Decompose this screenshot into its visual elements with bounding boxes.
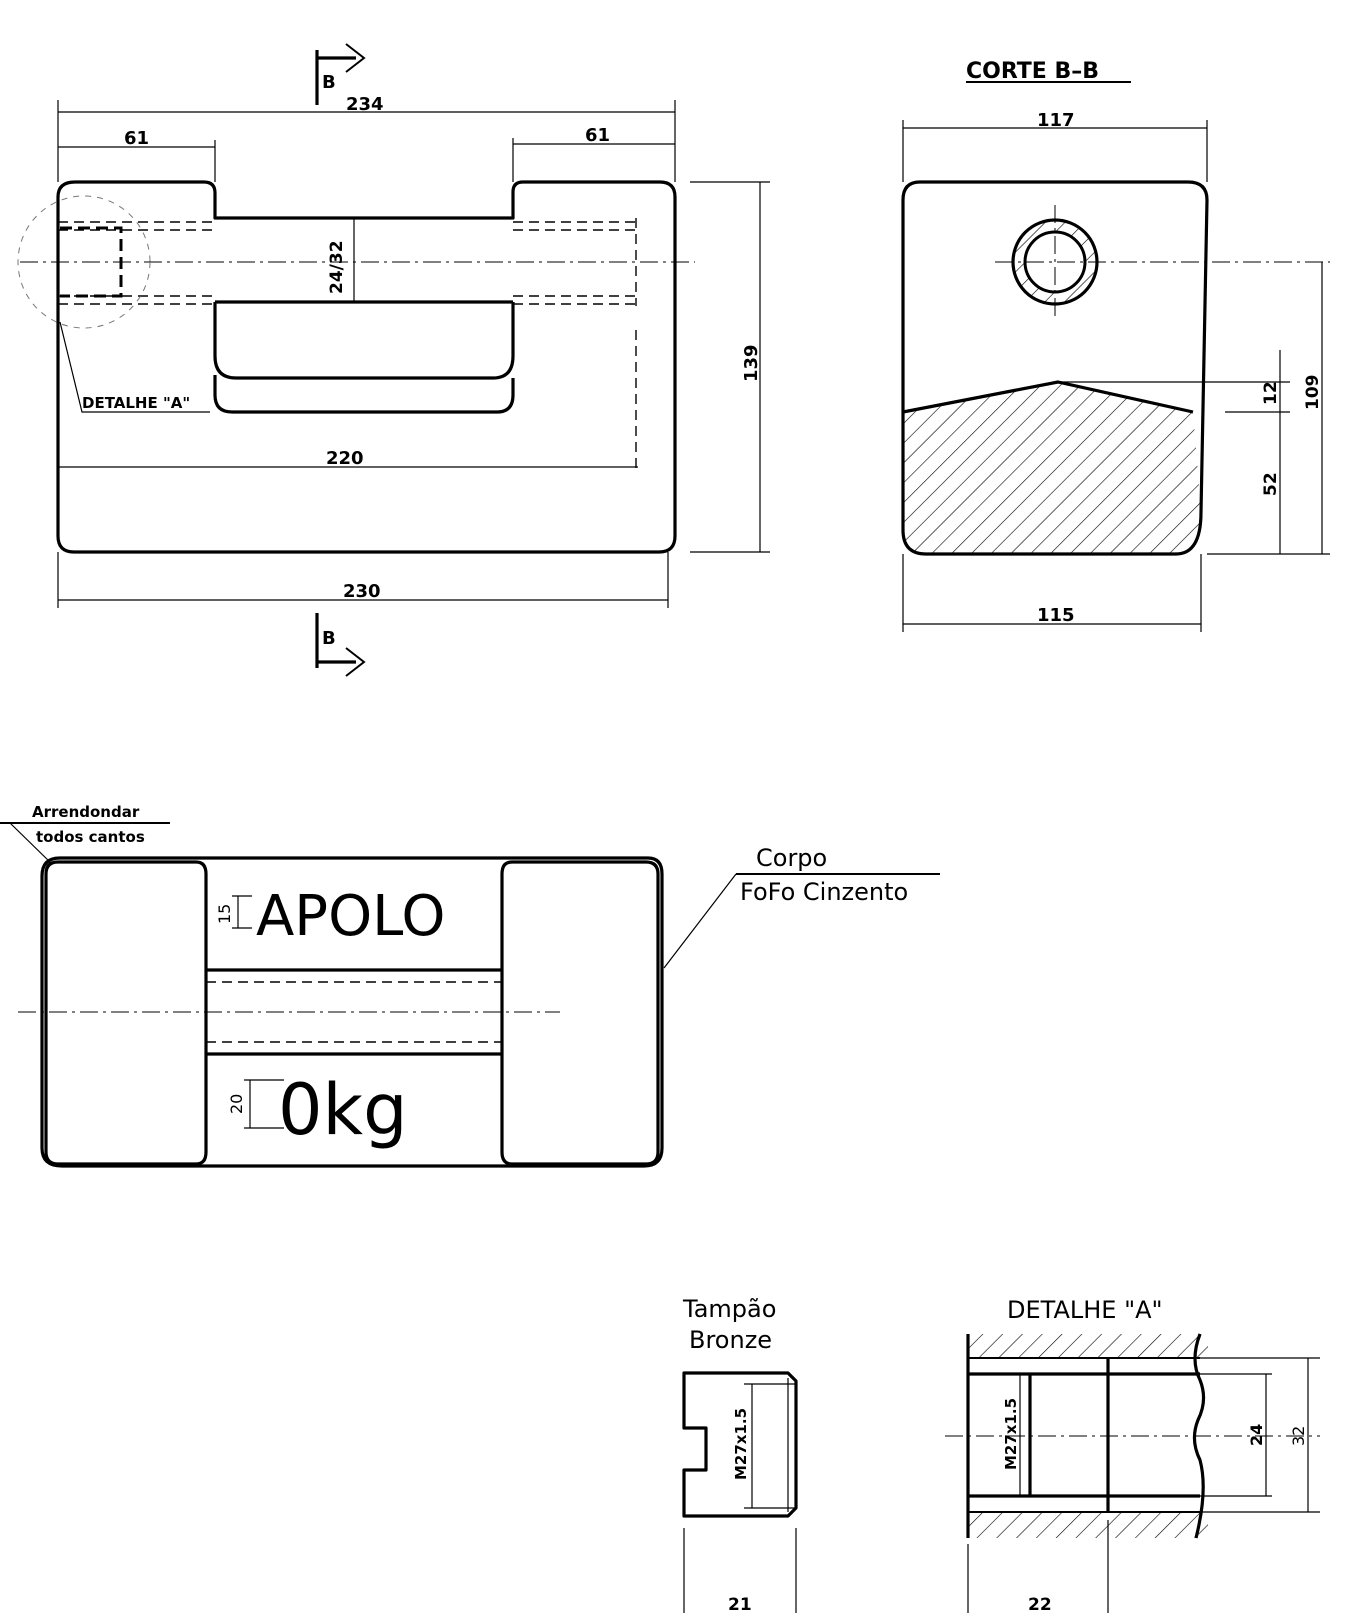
detail-dim-22: 22 <box>1028 1595 1052 1613</box>
note-round-line1: Arrendondar <box>32 803 140 821</box>
section-title: CORTE B–B <box>966 59 1099 84</box>
section-mark-top: B <box>322 72 336 93</box>
section-arrow-top: B <box>315 43 366 105</box>
emboss-weight: 0kg <box>278 1069 408 1151</box>
note-round-line2: todos cantos <box>36 828 145 846</box>
note-leader <box>9 822 53 865</box>
top-left-block <box>44 860 208 1166</box>
top-view: APOLO 0kg 15 20 Arrendondar todos cantos… <box>0 803 940 1168</box>
detail-leader <box>59 321 210 413</box>
section-outline <box>901 180 1209 556</box>
emboss-name: APOLO <box>256 884 445 949</box>
dim-12-text: 12 <box>1261 381 1281 405</box>
dim-52-text: 52 <box>1261 472 1281 496</box>
top-right-block <box>500 860 660 1166</box>
section-hatch <box>903 382 1201 554</box>
plug-outline <box>682 1371 798 1518</box>
dim-117-text: 117 <box>1037 110 1075 131</box>
section-mark-bottom: B <box>322 628 336 649</box>
detail-hatch-bottom <box>968 1512 1208 1538</box>
detail-a-view: DETALHE "A" M27x1.5 24 32 22 <box>945 1296 1320 1613</box>
dim-115-text: 115 <box>1037 605 1075 626</box>
dim-109-text: 109 <box>1303 375 1323 411</box>
detail-dim-32: 32 <box>1289 1426 1308 1446</box>
dim-15-text: 15 <box>215 904 234 924</box>
front-slot-lower <box>213 375 515 414</box>
detail-hatch-top <box>968 1334 1208 1358</box>
front-slot-inner <box>213 302 515 380</box>
dim-61-right-text: 61 <box>585 125 610 146</box>
front-body-outline <box>56 180 677 554</box>
detail-dim-24: 24 <box>1247 1424 1266 1446</box>
top-outline <box>40 856 664 1168</box>
detail-a-title: DETALHE "A" <box>1007 1296 1163 1324</box>
dim-234-text: 234 <box>346 94 384 115</box>
dim-230-text: 230 <box>343 581 381 602</box>
detail-a-callout: DETALHE "A" <box>82 394 190 412</box>
section-cavity-line <box>902 380 1194 414</box>
plug-dim-21: 21 <box>728 1595 752 1613</box>
detail-a-circle <box>17 195 151 329</box>
plug-view: Tampão Bronze M27x1.5 21 <box>682 1295 798 1613</box>
dim-hole-text: 24/32 <box>327 240 347 294</box>
section-view: CORTE B–B 117 115 12 52 109 <box>901 59 1330 632</box>
plug-title-line1: Tampão <box>682 1295 776 1323</box>
plug-thread-text: M27x1.5 <box>732 1408 750 1480</box>
detail-thread-text: M27x1.5 <box>1002 1398 1020 1470</box>
dim-20-text: 20 <box>227 1094 246 1114</box>
front-view: 24/32 234 61 61 139 220 230 DETALHE "A" <box>17 43 770 677</box>
section-arrow-bottom: B <box>315 613 366 677</box>
plug-title-line2: Bronze <box>689 1326 772 1354</box>
note-body-line2: FoFo Cinzento <box>740 878 908 906</box>
dim-220-text: 220 <box>326 448 364 469</box>
note-body-line1: Corpo <box>756 844 827 872</box>
dim-139-text: 139 <box>741 344 762 382</box>
dim-61-left-text: 61 <box>124 128 149 149</box>
note-leader <box>663 873 737 969</box>
detail-break-line <box>1192 1333 1206 1539</box>
